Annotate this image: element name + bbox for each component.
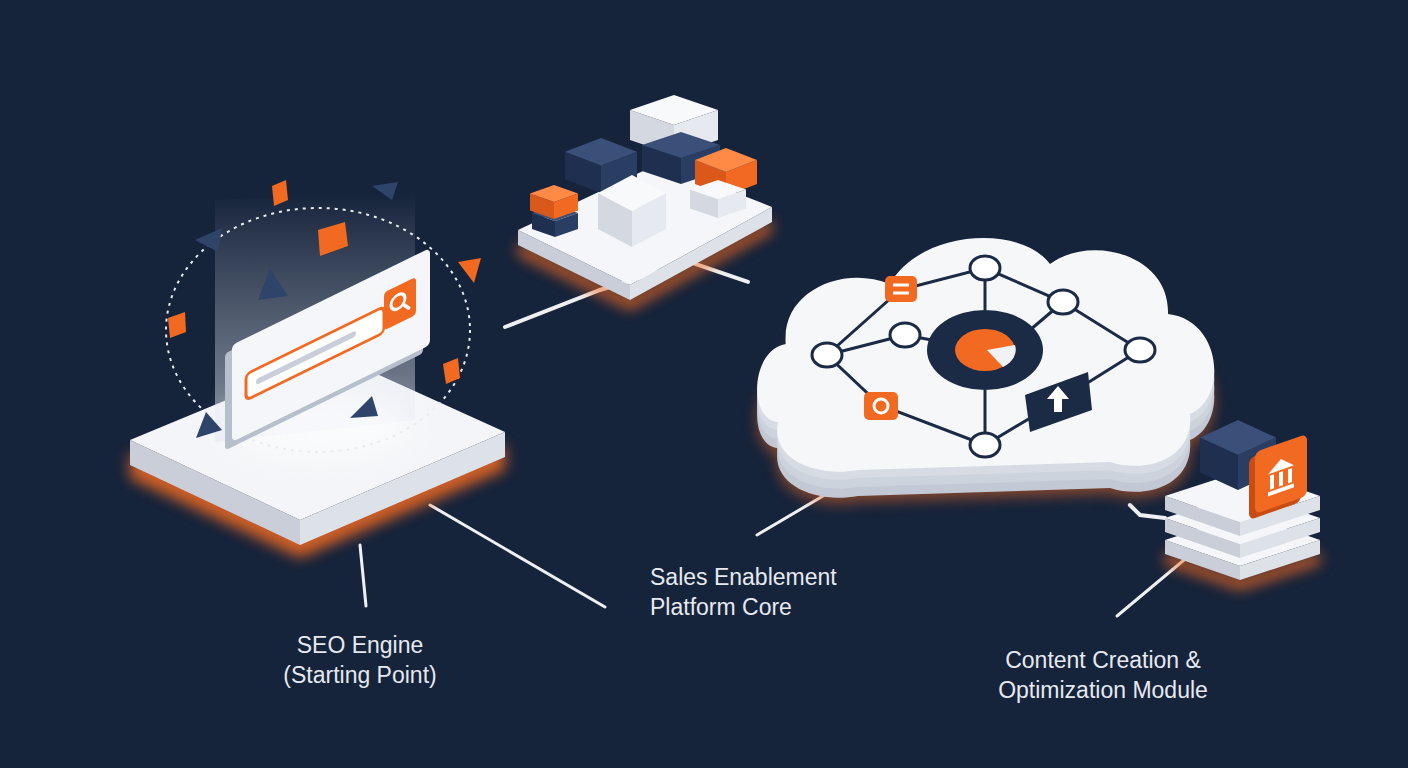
chart-icon [864, 392, 898, 420]
leader-line [430, 505, 605, 607]
node-label: Content Creation & Optimization Module [968, 645, 1238, 705]
navy-shard [195, 228, 222, 252]
search-bar [246, 307, 384, 401]
content-module-stack: Content Creation & Optimization Module [1165, 470, 1320, 585]
network-line [827, 268, 1140, 445]
orange-chip [168, 312, 186, 338]
badge-roof [1268, 454, 1294, 474]
data-block [598, 175, 666, 247]
network-line [984, 390, 987, 445]
network-lines [827, 268, 1140, 445]
network-node [1048, 290, 1078, 314]
module-cube [1200, 420, 1276, 490]
network-line [827, 335, 905, 355]
orange-chip [443, 358, 460, 384]
cloud-top [757, 238, 1214, 472]
chart-icon-ring [874, 399, 888, 413]
node-shape [748, 222, 1225, 505]
node-label: Sales Enablement Platform Core [650, 562, 890, 622]
network-node [1125, 338, 1155, 362]
light-column [215, 192, 415, 442]
navy-shard [350, 396, 378, 418]
orange-chip [272, 180, 288, 206]
monitor-edge [225, 256, 423, 450]
magnifier-lens [391, 291, 405, 312]
badge-column [1270, 474, 1274, 489]
module-badge [1249, 434, 1307, 520]
badge-base [1268, 483, 1294, 496]
pie-chart [955, 329, 1015, 371]
content-module-details [1200, 420, 1307, 520]
platform-side [518, 230, 630, 300]
platform-core-cloud: Sales Enablement Platform Core [748, 222, 1225, 505]
search-monitor [225, 248, 430, 450]
platform-top [130, 355, 505, 520]
badge-edge [1249, 440, 1301, 520]
menu-icon [885, 276, 917, 302]
connector-line [1130, 505, 1165, 518]
search-placeholder [256, 330, 356, 385]
magnifier-handle [403, 301, 409, 311]
node-shape [1165, 470, 1320, 585]
data-block [530, 185, 578, 219]
light-spot [225, 391, 415, 459]
network-line [984, 268, 987, 310]
network-node [970, 433, 1000, 457]
slab-top-face [1165, 470, 1320, 522]
data-block [642, 132, 720, 184]
leader-line [360, 545, 366, 606]
platform-top [518, 163, 772, 285]
data-block [565, 138, 637, 193]
menu-icon-line [893, 292, 909, 295]
navy-shard [258, 268, 288, 300]
platform-side [630, 207, 772, 300]
platform-glow [518, 219, 772, 310]
connector-line [505, 262, 748, 327]
orange-chip [458, 258, 481, 283]
menu-icon-line [893, 284, 909, 287]
data-block [695, 148, 757, 196]
block-stack-platform [518, 95, 772, 310]
data-block [532, 205, 578, 237]
node-label: SEO Engine (Starting Point) [275, 630, 445, 690]
badge-column [1279, 471, 1283, 486]
monitor-screen [232, 248, 430, 442]
navy-shard [196, 412, 222, 438]
pie-slice [987, 345, 1016, 367]
network-line [905, 335, 985, 350]
floating-chips [168, 180, 481, 438]
network-node [890, 323, 920, 347]
data-block [690, 180, 746, 218]
badge-column [1288, 468, 1292, 483]
hub-disc [927, 310, 1043, 390]
node-shape [130, 240, 505, 560]
search-button [384, 277, 416, 331]
cloud-network [812, 256, 1155, 457]
data-block [630, 95, 718, 155]
badge-face [1255, 434, 1307, 514]
network-node [812, 343, 842, 367]
orbit-ring [166, 208, 470, 452]
network-line [1030, 302, 1063, 330]
arrow-button [1025, 372, 1092, 432]
navy-shard [372, 182, 398, 200]
seo-engine-platform: SEO Engine (Starting Point) [130, 240, 505, 560]
up-arrow [1047, 386, 1069, 412]
network-node [970, 256, 1000, 280]
orange-chip [318, 222, 348, 256]
